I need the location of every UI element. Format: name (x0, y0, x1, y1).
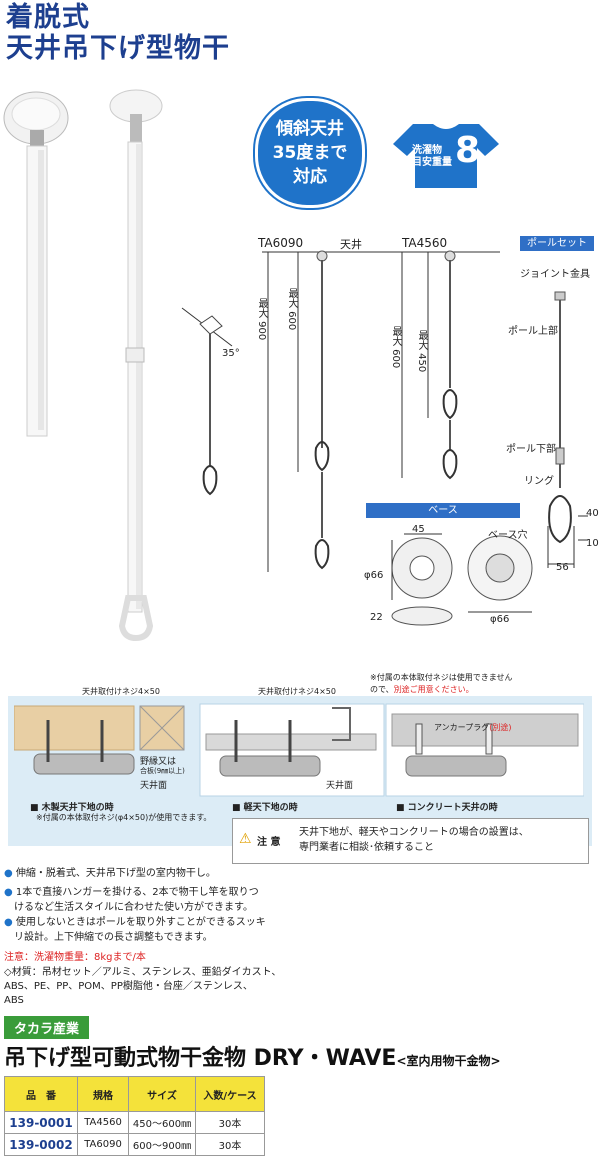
base-tag: ベース (366, 503, 520, 518)
label-max450: 最大 450 (416, 330, 427, 373)
caption-wood-note: ※付属の本体取付ネジ(φ4×50)が使用できます。 (36, 813, 212, 822)
label-joint: ジョイント金具 (520, 269, 590, 280)
dimension-diagram (181, 250, 588, 626)
label-base-hole: ベース穴 (488, 530, 528, 541)
badge-line-2: 35度まで (272, 143, 348, 163)
pole-set-tag: ポールセット (520, 236, 594, 251)
caution-text: 天井下地が、軽天やコンクリートの場合の設置は、 専門業者に相談･依頼すること (299, 827, 529, 853)
label-ta6090: TA6090 (258, 236, 304, 250)
header-quantity: 入数/ケース (195, 1076, 265, 1112)
material-text: ◇材質：吊材セット／アルミ、ステンレス、亜鉛ダイカスト、 ABS、PE、PP、P… (4, 967, 282, 1006)
label-dim66-b: φ66 (490, 614, 510, 625)
label-ceiling: 天井 (340, 238, 362, 251)
brand-label: タカラ産業 (4, 1016, 90, 1039)
label-ceiling-face-2: 天井面 (326, 781, 354, 791)
label-dim66-a: φ66 (364, 570, 384, 581)
feature-item-3: ● 使用しないときはポールを取り外すことができるスッキ (4, 917, 266, 928)
label-max600-left: 最大 600 (286, 288, 297, 331)
label-angle: 35° (222, 348, 240, 359)
label-gouban: 合板(9㎜以上) (140, 767, 185, 775)
label-dim22: 22 (370, 612, 383, 623)
title-line-1: 着脱式 (6, 2, 90, 33)
label-ceiling-face-1: 天井面 (140, 781, 168, 791)
label-anchor: アンカープラグ(別途) (434, 723, 512, 732)
label-dim10: 10 (586, 538, 599, 549)
label-max900: 最大 900 (256, 298, 267, 341)
caution-box: ⚠ 注 意 天井下地が、軽天やコンクリートの場合の設置は、 専門業者に相談･依頼… (232, 818, 589, 864)
install-note: ※付属の本体取付ネジは使用できません ので、別途ご用意ください。 (370, 673, 513, 694)
caption-light-steel: ■ 軽天下地の時 (232, 803, 298, 813)
weight-note: 注意：洗濯物重量：8kgまで/本 (4, 952, 146, 963)
install-illustrations (14, 703, 584, 797)
label-dim56: 56 (556, 562, 569, 573)
product-title: 吊下げ型可動式物干金物 DRY・WAVE<室内用物干金物> (4, 1046, 501, 1071)
bullet-icon: ● (4, 868, 16, 879)
label-dim45: 45 (412, 524, 425, 535)
caption-concrete: ■ コンクリート天井の時 (396, 803, 498, 813)
slope-badge: 傾斜天井 35度まで 対応 (255, 98, 365, 208)
feature-list: ● 伸縮・脱着式、天井吊下げ型の室内物干し。 ● 1本で直接ハンガーを掛ける、2… (4, 866, 304, 945)
header-size: サイズ (128, 1076, 196, 1112)
feature-item-3b: リ設計。上下伸縮での長さ調整もできます。 (14, 932, 213, 943)
product-photo (3, 89, 163, 642)
label-max600-right: 最大 600 (390, 326, 401, 369)
caption-wood: ■ 木製天井下地の時 (30, 803, 114, 813)
table-header-row: 品 番 規格 サイズ 入数/ケース (4, 1076, 265, 1112)
badge-line-1: 傾斜天井 (276, 119, 344, 139)
label-ta4560: TA4560 (402, 236, 448, 250)
label-pole-top: ポール上部 (508, 326, 558, 337)
caution-label: 注 意 (257, 837, 281, 848)
weight-label: 洗濯物 目安重量 (412, 145, 452, 168)
label-dim40: 40 (586, 508, 599, 519)
screw-label-2: 天井取付けネジ4×50 (258, 687, 336, 696)
screw-label-1: 天井取付けネジ4×50 (82, 687, 160, 696)
warning-icon: ⚠ (239, 831, 252, 847)
feature-item-2b: けるなど生活スタイルに合わせた使い方ができます。 (14, 902, 253, 913)
spec-table: 品 番 規格 サイズ 入数/ケース 139-0001 TA4560 450～60… (4, 1076, 265, 1156)
header-spec: 規格 (77, 1076, 129, 1112)
label-nobuchi: 野縁又は (140, 757, 177, 767)
bullet-icon: ● (4, 917, 16, 928)
page-title: 着脱式 天井吊下げ型物干 (6, 2, 230, 64)
title-line-2: 天井吊下げ型物干 (6, 33, 230, 64)
table-row: 139-0001 TA4560 450～600㎜ 30本 (4, 1111, 265, 1134)
weight-value: 8 (455, 130, 481, 171)
label-pole-bottom: ポール下部 (506, 444, 556, 455)
weight-unit: kg (480, 170, 493, 180)
bullet-icon: ● (4, 887, 16, 898)
shirt-icon (393, 124, 499, 188)
feature-item-2: ● 1本で直接ハンガーを掛ける、2本で物干し竿を取りつ (4, 887, 259, 898)
label-ring: リング (524, 476, 554, 487)
badge-line-3: 対応 (293, 167, 327, 187)
feature-item-1: ● 伸縮・脱着式、天井吊下げ型の室内物干し。 (4, 868, 216, 879)
header-code: 品 番 (4, 1076, 78, 1112)
table-row: 139-0002 TA6090 600～900㎜ 30本 (4, 1133, 265, 1156)
